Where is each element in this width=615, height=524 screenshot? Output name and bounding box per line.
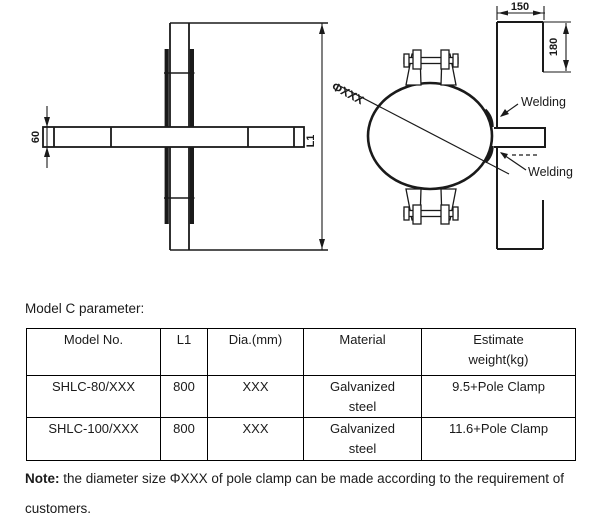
- table-header-row: Model No. L1 Dia.(mm) Material Estimate …: [26, 328, 576, 376]
- welding-leader-top: [500, 103, 519, 117]
- dim-length-line: [319, 23, 325, 250]
- diameter-label: ΦXXX: [330, 79, 367, 107]
- col-header-model: Model No.: [26, 328, 161, 376]
- diameter-line: [337, 84, 510, 175]
- col-header-dia: Dia.(mm): [207, 328, 304, 376]
- table-row: SHLC-100/XXX 800 XXX Galvanized steel 11…: [26, 417, 576, 461]
- technical-drawing: 60 L1: [30, 1, 573, 251]
- dim-arm-thickness-label: 60: [30, 131, 42, 143]
- table-row: SHLC-80/XXX 800 XXX Galvanized steel 9.5…: [26, 375, 576, 418]
- parameters-table: Model No. L1 Dia.(mm) Material Estimate …: [26, 328, 576, 461]
- bolt-assembly-top: [403, 49, 459, 86]
- table-caption: Model C parameter:: [25, 301, 145, 316]
- cell-material: Galvanized steel: [303, 375, 422, 418]
- cell-model: SHLC-100/XXX: [26, 417, 161, 461]
- cell-l1: 800: [160, 417, 208, 461]
- cell-model: SHLC-80/XXX: [26, 375, 161, 418]
- welding-label-bottom: Welding: [528, 165, 573, 179]
- pole-side-view: [42, 22, 328, 251]
- cell-weight: 9.5+Pole Clamp: [421, 375, 576, 418]
- col-header-l1: L1: [160, 328, 208, 376]
- note-text: Note: the diameter size ΦXXX of pole cla…: [25, 464, 591, 524]
- dim-clamp-width-line: [496, 6, 545, 20]
- cell-dia: XXX: [207, 417, 304, 461]
- note-body: the diameter size ΦXXX of pole clamp can…: [25, 471, 565, 516]
- dim-length-label: L1: [305, 135, 317, 148]
- bolt-assembly-bottom: [403, 188, 459, 225]
- cell-l1: 800: [160, 375, 208, 418]
- col-header-material: Material: [303, 328, 422, 376]
- dim-clamp-depth-label: 180: [548, 38, 560, 56]
- dim-clamp-width-label: 150: [511, 1, 529, 13]
- dim-arm-thickness-line: [44, 106, 50, 168]
- cell-weight: 11.6+Pole Clamp: [421, 417, 576, 461]
- welding-label-top: Welding: [521, 95, 566, 109]
- welding-leader-bottom: [500, 152, 527, 171]
- note-prefix: Note:: [25, 471, 60, 486]
- channel-section: [494, 21, 546, 250]
- col-header-weight: Estimate weight(kg): [421, 328, 576, 376]
- cell-dia: XXX: [207, 375, 304, 418]
- cross-arm: [42, 126, 305, 148]
- clamp-ring: [366, 81, 494, 191]
- dim-clamp-depth-line: [543, 21, 571, 73]
- clamp-front-view: [337, 6, 571, 250]
- cell-material: Galvanized steel: [303, 417, 422, 461]
- pole-clamp-strips: [164, 49, 194, 224]
